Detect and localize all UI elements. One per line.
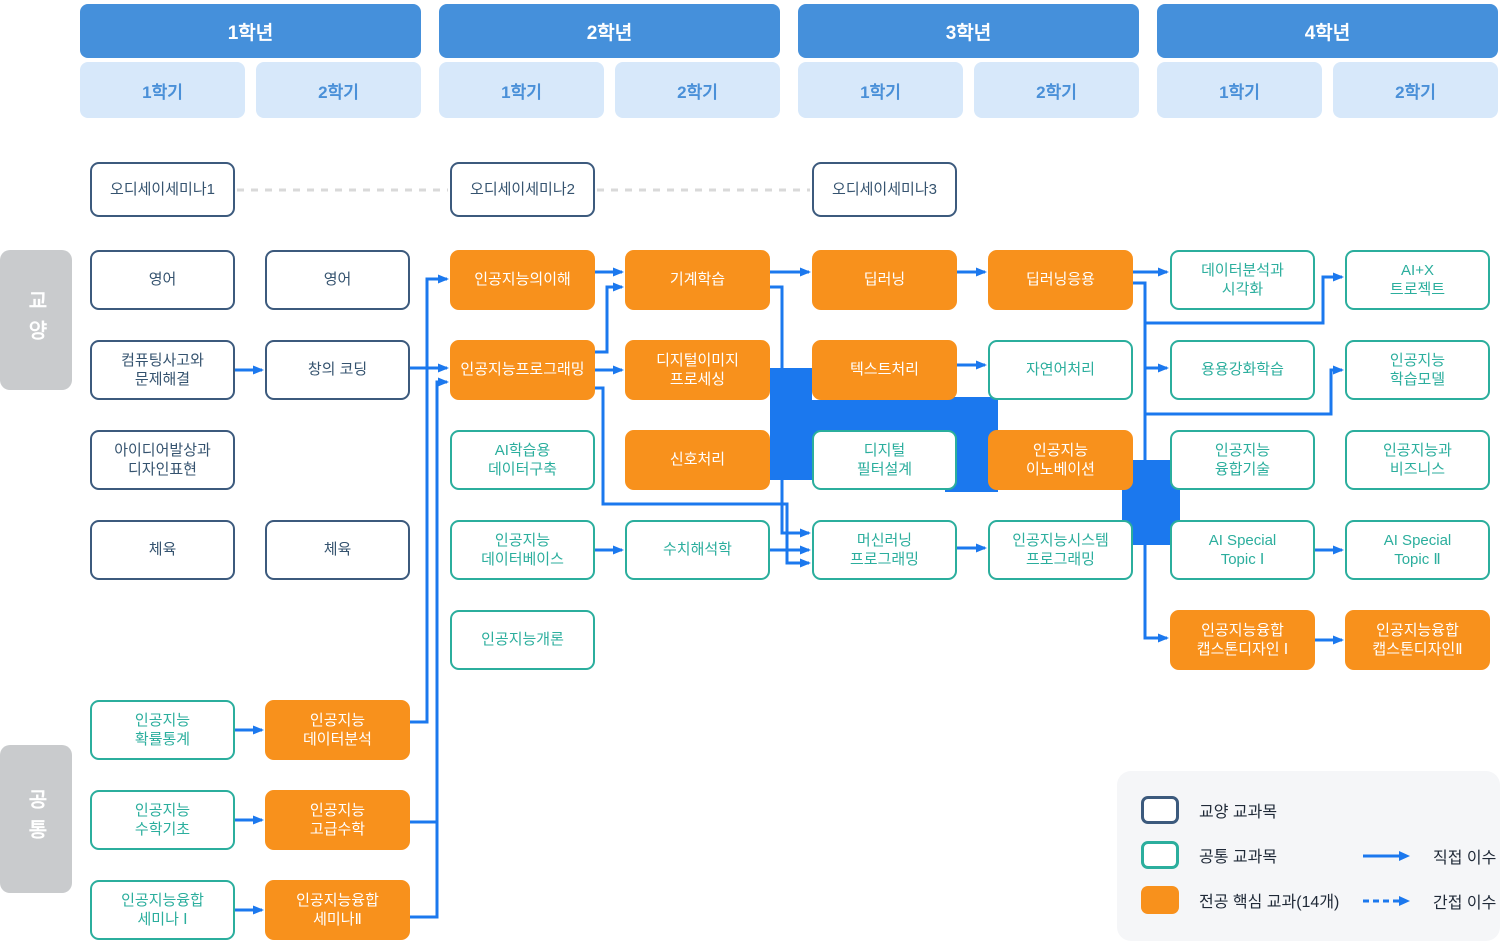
course-english-1: 영어 <box>90 250 235 310</box>
course-signal-processing: 신호처리 <box>625 430 770 490</box>
course-ai-seminar-1: 인공지능융합 세미나 Ⅰ <box>90 880 235 940</box>
course-deep-learning-apps: 딥러닝응용 <box>988 250 1133 310</box>
course-ai-prob-stats: 인공지능 확률통계 <box>90 700 235 760</box>
course-nlp: 자연어처리 <box>988 340 1133 400</box>
legend-item-common: 공통 교과목 <box>1141 841 1277 869</box>
course-machine-learning: 기계학습 <box>625 250 770 310</box>
course-ai-adv-math: 인공지능 고급수학 <box>265 790 410 850</box>
course-capstone-2: 인공지능융합 캡스톤디자인Ⅱ <box>1345 610 1490 670</box>
course-creative-coding: 창의 코딩 <box>265 340 410 400</box>
semester-cell-y4s2: 2학기 <box>1333 62 1498 118</box>
course-ai-data-analysis: 인공지능 데이터분석 <box>265 700 410 760</box>
legend-item-indirect: 간접 이수 <box>1361 889 1496 913</box>
edge <box>1133 281 1169 643</box>
legend-label: 간접 이수 <box>1433 895 1497 912</box>
connector-blob <box>770 368 812 480</box>
course-ai-business: 인공지능과 비즈니스 <box>1345 430 1490 490</box>
course-pe-2: 체육 <box>265 520 410 580</box>
year-header-3: 3학년 <box>798 4 1139 58</box>
course-numerical-analysis: 수치해석학 <box>625 520 770 580</box>
course-odyssey1: 오디세이세미나1 <box>90 162 235 217</box>
course-computing-thinking: 컴퓨팅사고와 문제해결 <box>90 340 235 400</box>
solid-arrow-icon <box>1363 851 1410 861</box>
course-ai-special-topic-1: AI Special Topic Ⅰ <box>1170 520 1315 580</box>
semester-cell-y3s1: 1학기 <box>798 62 963 118</box>
dashed-arrow-icon <box>1363 896 1410 906</box>
course-ai-system-programming: 인공지능시스템 프로그래밍 <box>988 520 1133 580</box>
course-digital-image-processing: 디지털이미지 프로세싱 <box>625 340 770 400</box>
course-ai-innovation: 인공지능 이노베이션 <box>988 430 1133 490</box>
semester-cell-y1s2: 2학기 <box>256 62 421 118</box>
legend-label: 교양 교과목 <box>1199 804 1278 821</box>
course-ai-understanding: 인공지능의이해 <box>450 250 595 310</box>
course-ai-special-topic-2: AI Special Topic Ⅱ <box>1345 520 1490 580</box>
course-english-2: 영어 <box>265 250 410 310</box>
course-ai-convergence-tech: 인공지능 융합기술 <box>1170 430 1315 490</box>
legend-label: 전공 핵심 교과(14개) <box>1199 894 1340 911</box>
semester-cell-y4s1: 1학기 <box>1157 62 1322 118</box>
course-ml-programming: 머신러닝 프로그래밍 <box>812 520 957 580</box>
course-digital-filter-design: 디지털 필터설계 <box>812 430 957 490</box>
common-course-swatch <box>1141 841 1179 869</box>
legend-label: 직접 이수 <box>1433 850 1497 867</box>
course-applied-rl: 용용강화학습 <box>1170 340 1315 400</box>
semester-cell-y2s2: 2학기 <box>615 62 780 118</box>
course-ai-math-basics: 인공지능 수학기초 <box>90 790 235 850</box>
gen-course-swatch <box>1141 796 1179 824</box>
legend-item-direct: 직접 이수 <box>1361 844 1496 868</box>
edge <box>410 377 449 919</box>
edge <box>1145 272 1344 325</box>
course-odyssey2: 오디세이세미나2 <box>450 162 595 217</box>
edge <box>1145 365 1344 416</box>
legend-panel: 교양 교과목 공통 교과목 전공 핵심 교과(14개) 직접 이수 간접 이수 <box>1117 771 1500 941</box>
year-header-1: 1학년 <box>80 4 421 58</box>
course-ai-learning-models: 인공지능 학습모델 <box>1345 340 1490 400</box>
edge <box>410 274 449 724</box>
semester-cell-y1s1: 1학기 <box>80 62 245 118</box>
course-ai-programming: 인공지능프로그래밍 <box>450 340 595 400</box>
year-header-2: 2학년 <box>439 4 780 58</box>
edge <box>595 282 624 354</box>
course-ai-database: 인공지능 데이터베이스 <box>450 520 595 580</box>
legend-label: 공통 교과목 <box>1199 849 1278 866</box>
edge <box>595 386 811 568</box>
course-ai-seminar-2: 인공지능융합 세미나Ⅱ <box>265 880 410 940</box>
course-deep-learning: 딥러닝 <box>812 250 957 310</box>
core-course-swatch <box>1141 886 1179 914</box>
year-header-4: 4학년 <box>1157 4 1498 58</box>
legend-item-gen: 교양 교과목 <box>1141 796 1277 824</box>
semester-cell-y2s1: 1학기 <box>439 62 604 118</box>
edge <box>770 285 811 538</box>
course-idea-design: 아이디어발상과 디자인표현 <box>90 430 235 490</box>
side-label-liberal-arts: 교양 <box>0 250 72 390</box>
semester-cell-y3s2: 2학기 <box>974 62 1139 118</box>
course-pe-1: 체육 <box>90 520 235 580</box>
side-label-common: 공통 <box>0 745 72 893</box>
legend-item-core: 전공 핵심 교과(14개) <box>1141 886 1339 914</box>
course-ai-training-data: AI학습용 데이터구축 <box>450 430 595 490</box>
course-capstone-1: 인공지능융합 캡스톤디자인 Ⅰ <box>1170 610 1315 670</box>
course-text-processing: 텍스트처리 <box>812 340 957 400</box>
course-data-analysis-visualization: 데이터분석과 시각화 <box>1170 250 1315 310</box>
course-aix-project: AI+X 트로젝트 <box>1345 250 1490 310</box>
course-odyssey3: 오디세이세미나3 <box>812 162 957 217</box>
course-ai-intro: 인공지능개론 <box>450 610 595 670</box>
